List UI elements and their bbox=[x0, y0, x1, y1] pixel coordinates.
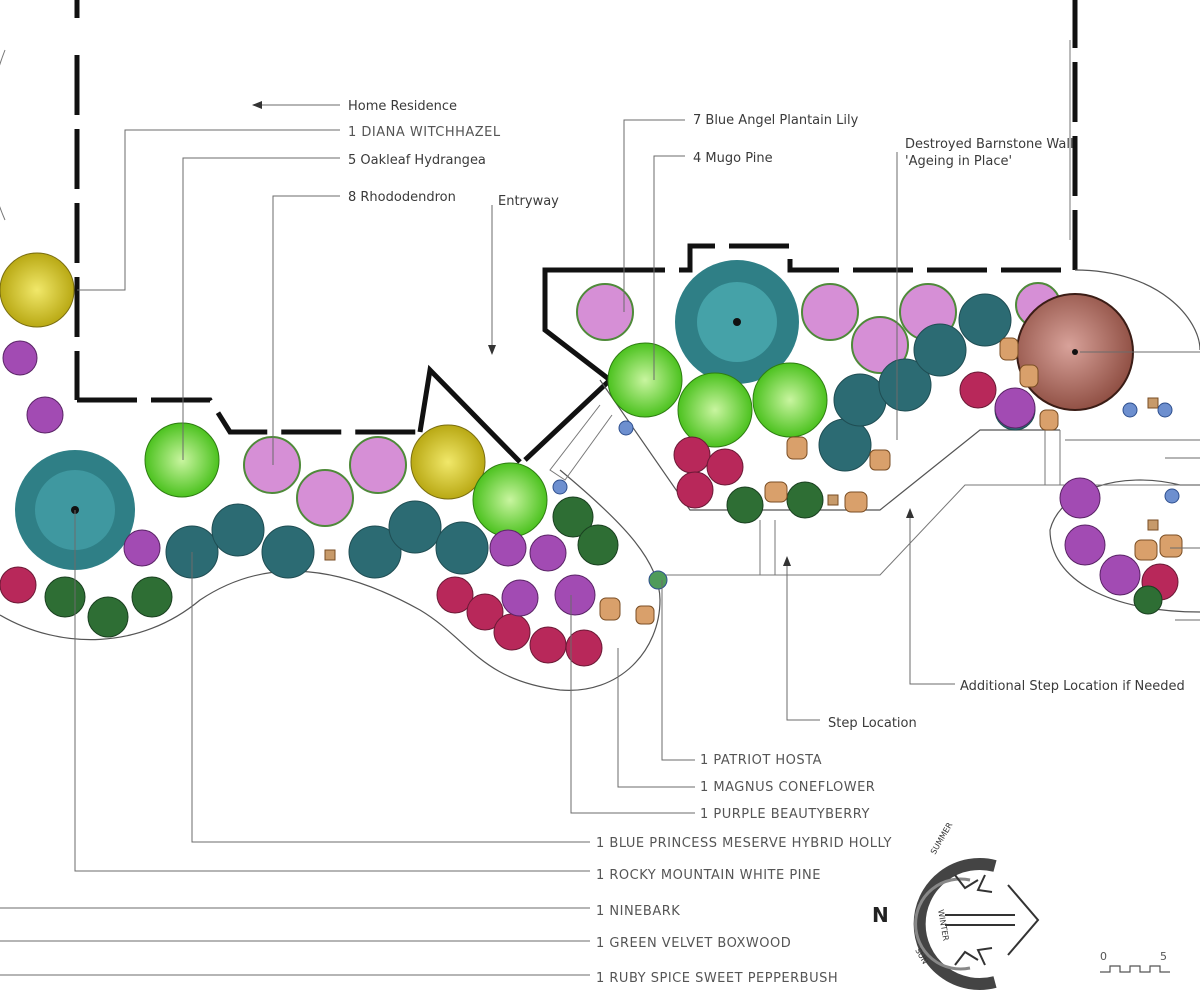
sun-compass: N SUMMER WINTER SUN bbox=[872, 821, 1040, 990]
label-ninebark: 1 NINEBARK bbox=[596, 904, 680, 919]
oakleaf-hydrangea-group bbox=[144, 342, 828, 538]
label-magnus-coneflower: 1 MAGNUS CONEFLOWER bbox=[700, 780, 875, 795]
compass-winter-label: WINTER bbox=[936, 909, 950, 942]
mugo-pine-large bbox=[675, 260, 799, 384]
label-oakleaf-hydrangea: 5 Oakleaf Hydrangea bbox=[348, 153, 486, 168]
label-pepperbush: 1 RUBY SPICE SWEET PEPPERBUSH bbox=[596, 971, 838, 986]
compass-north-label: N bbox=[872, 903, 889, 927]
label-boxwood: 1 GREEN VELVET BOXWOOD bbox=[596, 936, 791, 951]
house-walls bbox=[74, 0, 1078, 464]
label-purple-beautyberry: 1 PURPLE BEAUTYBERRY bbox=[700, 807, 870, 822]
label-blue-princess-holly: 1 BLUE PRINCESS MESERVE HYBRID HOLLY bbox=[596, 836, 892, 851]
leader-lines bbox=[0, 101, 1200, 976]
label-rhododendron: 8 Rhododendron bbox=[348, 190, 456, 205]
label-barnstone-wall: Destroyed Barnstone Wall bbox=[905, 137, 1074, 152]
scale-bar: 0 5 bbox=[1100, 950, 1170, 973]
lawn-edge bbox=[0, 49, 6, 221]
scale-end-label: 5 bbox=[1160, 950, 1167, 963]
compass-summer-label: SUMMER bbox=[929, 821, 955, 856]
label-step-location: Step Location bbox=[828, 716, 917, 731]
label-white-pine: 1 ROCKY MOUNTAIN WHITE PINE bbox=[596, 868, 821, 883]
label-patriot-hosta: 1 PATRIOT HOSTA bbox=[700, 753, 822, 768]
ruby-spice-pepperbush-group bbox=[0, 371, 1179, 667]
label-home-residence: Home Residence bbox=[348, 99, 457, 114]
stepping-stones bbox=[324, 337, 1183, 625]
label-ageing-in-place: 'Ageing in Place' bbox=[905, 154, 1012, 169]
label-entryway: Entryway bbox=[498, 194, 559, 209]
label-witchhazel: 1 DIANA WITCHHAZEL bbox=[348, 125, 501, 140]
rhododendron-group bbox=[243, 282, 1061, 527]
label-additional-step: Additional Step Location if Needed bbox=[960, 679, 1185, 694]
label-mugo-pine: 4 Mugo Pine bbox=[693, 151, 773, 166]
label-plantain-lily: 7 Blue Angel Plantain Lily bbox=[693, 113, 859, 128]
coneflower-group bbox=[2, 340, 1141, 617]
witchhazel-shrubs bbox=[0, 252, 486, 500]
scale-start-label: 0 bbox=[1100, 950, 1107, 963]
hosta-group bbox=[552, 402, 1180, 590]
